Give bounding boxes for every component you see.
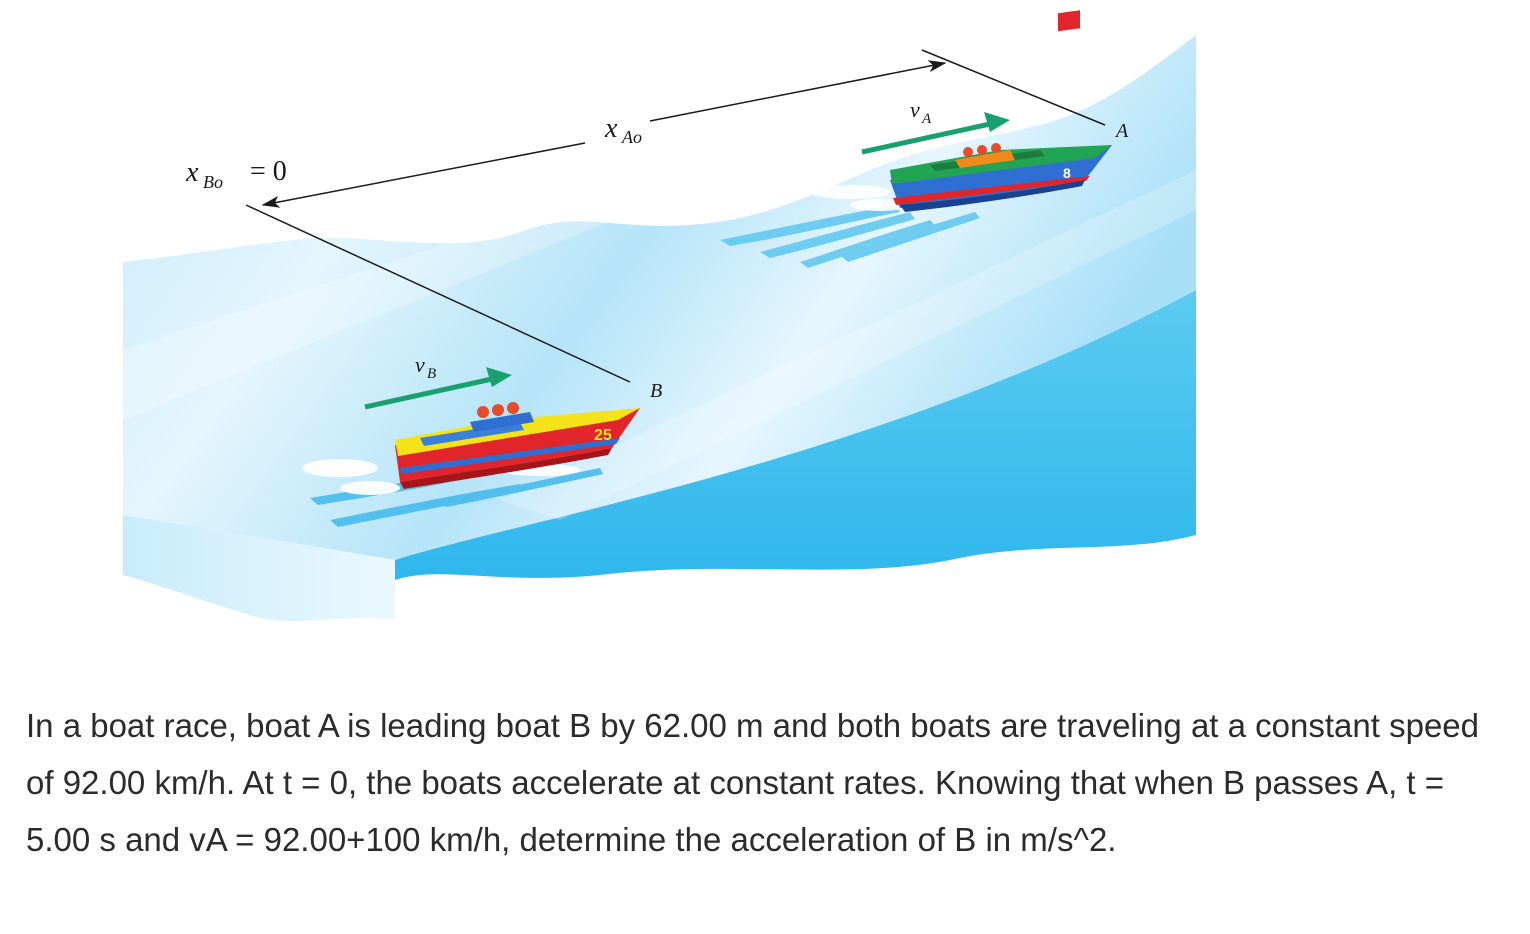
boat-race-diagram: 8 25 x Bo = 0 x Ao — [123, 10, 1196, 622]
label-xBo: x Bo = 0 — [185, 156, 287, 192]
svg-text:v: v — [910, 97, 920, 122]
extension-line-B — [245, 204, 631, 383]
boat-B-spray — [302, 459, 580, 495]
svg-text:Bo: Bo — [203, 172, 223, 192]
velocity-arrows — [364, 112, 1010, 410]
svg-text:x: x — [185, 157, 199, 188]
svg-text:A: A — [921, 111, 932, 127]
svg-text:B: B — [427, 366, 436, 382]
label-xAo: x Ao — [604, 113, 642, 147]
boat-B: 25 — [302, 402, 640, 527]
xAo-dimension-right — [649, 60, 947, 122]
water-surface — [123, 35, 1196, 622]
svg-text:= 0: = 0 — [250, 156, 287, 187]
xAo-dimension-left — [261, 142, 586, 208]
label-vB: v B — [415, 352, 436, 382]
svg-text:v: v — [415, 352, 425, 377]
boat-A: 8 — [720, 10, 1112, 268]
svg-text:Ao: Ao — [621, 127, 642, 147]
extension-line-A — [921, 49, 1106, 126]
vA-arrow — [861, 112, 1010, 155]
boat-A-number-panel — [1058, 10, 1080, 32]
boat-B-number: 25 — [594, 427, 612, 444]
label-A: A — [1114, 120, 1129, 142]
dimension-lines — [245, 49, 1106, 383]
problem-statement: In a boat race, boat A is leading boat B… — [26, 707, 1479, 858]
label-vA: v A — [910, 97, 932, 127]
svg-text:x: x — [604, 113, 618, 144]
boat-A-wake — [720, 205, 980, 268]
boat-A-number: 8 — [1063, 165, 1071, 181]
vB-arrow — [364, 367, 512, 410]
label-B: B — [650, 380, 662, 402]
